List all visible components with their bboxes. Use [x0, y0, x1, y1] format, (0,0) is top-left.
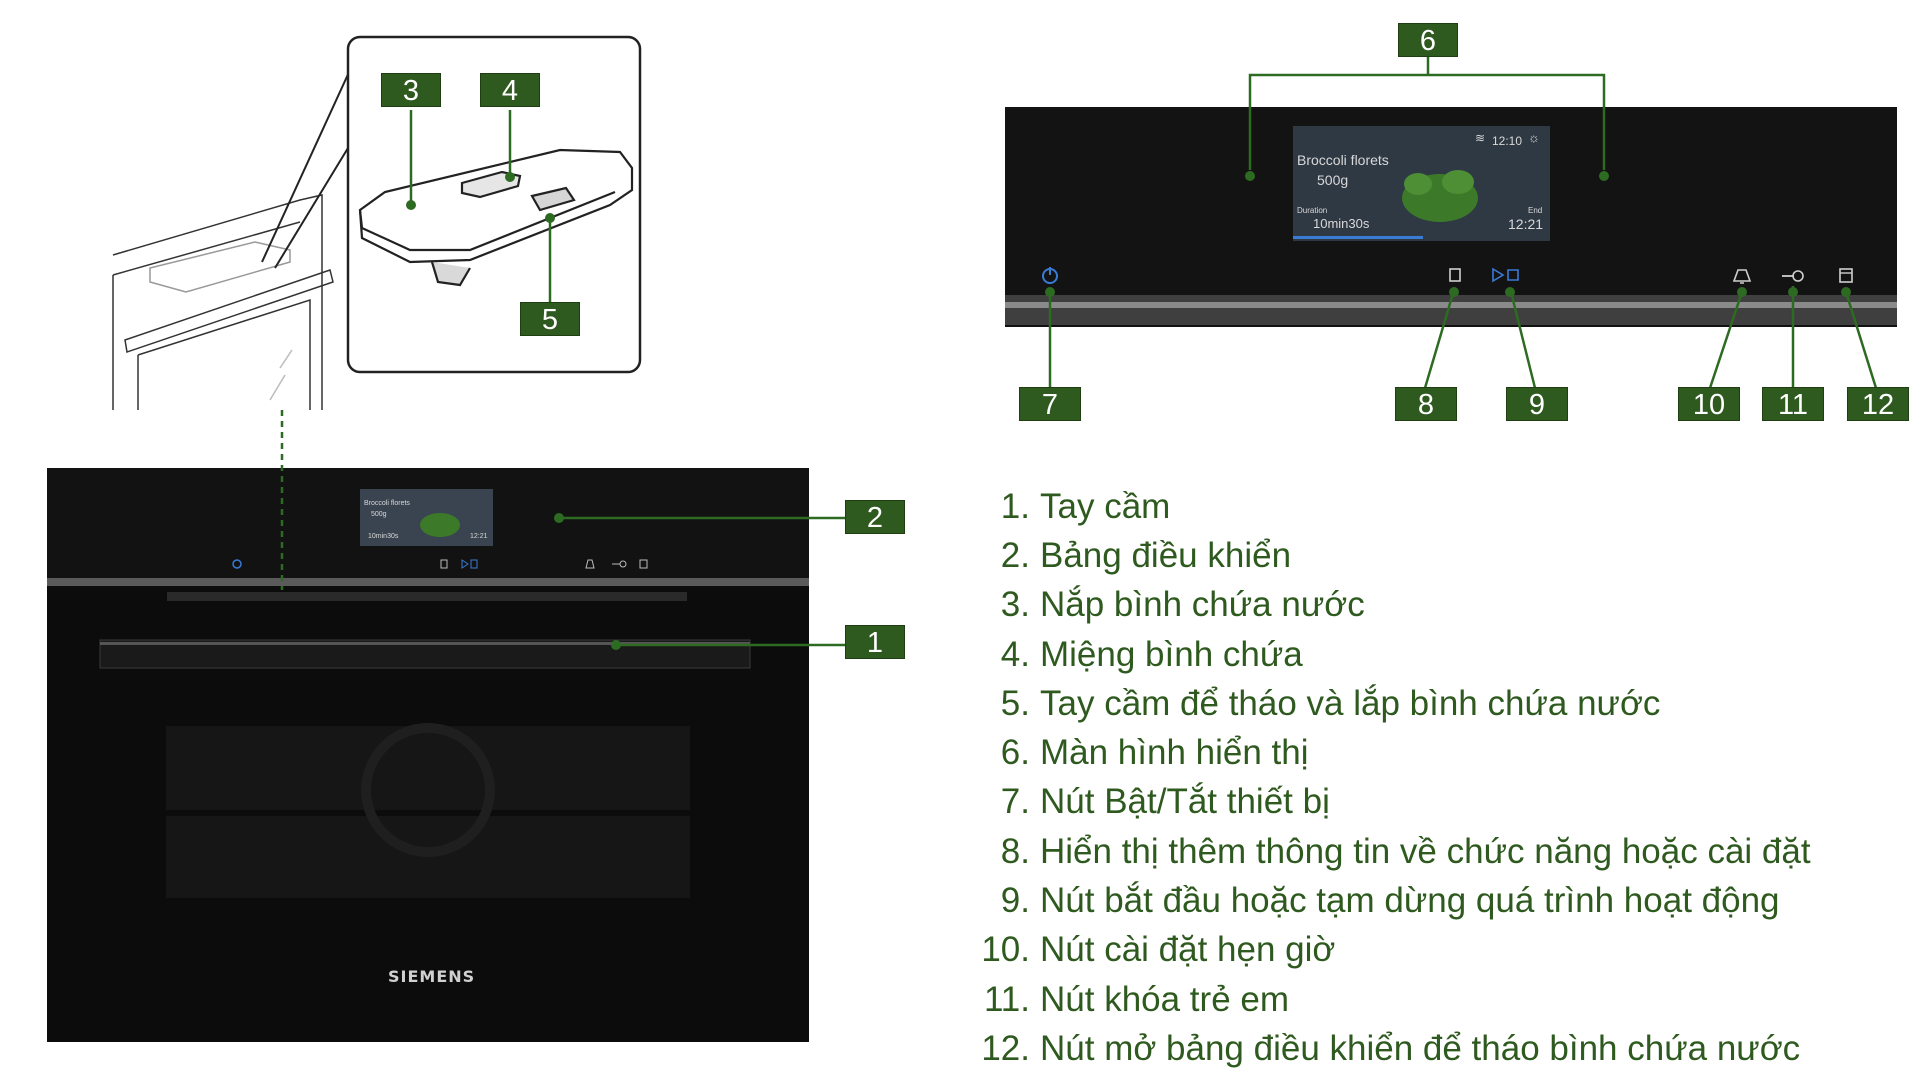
legend-text: Tay cầm: [1040, 486, 1171, 526]
legend-text: Nút khóa trẻ em: [1040, 979, 1289, 1019]
legend-item: 7.Nút Bật/Tắt thiết bị: [958, 778, 1898, 827]
legend-text: Màn hình hiển thị: [1040, 733, 1309, 773]
display-dish: Broccoli florets: [1297, 152, 1389, 168]
callout-label-2: 2: [845, 500, 905, 534]
legend-number: 4.: [1000, 634, 1030, 674]
legend-text: Tay cầm để tháo và lắp bình chứa nước: [1040, 683, 1661, 723]
legend-item: 3.Nắp bình chứa nước: [958, 581, 1898, 630]
key-icon-small: [612, 560, 627, 568]
small-display-weight: 500g: [371, 511, 387, 518]
callout-label-8: 8: [1395, 387, 1457, 421]
display-duration: 10min30s: [1313, 216, 1370, 231]
light-icon: ☼: [1528, 130, 1540, 145]
legend-number: 1.: [1000, 486, 1030, 526]
legend-item: 8.Hiển thị thêm thông tin về chức năng h…: [958, 827, 1898, 876]
legend-text: Miệng bình chứa: [1040, 634, 1303, 674]
callout-label-10: 10: [1678, 387, 1740, 421]
callout-label-5: 5: [520, 302, 580, 336]
legend-number: 12.: [981, 1028, 1030, 1068]
wifi-icon: ≋: [1475, 131, 1486, 145]
legend-text: Hiển thị thêm thông tin về chức năng hoặ…: [1040, 831, 1811, 871]
callout-label-12: 12: [1847, 387, 1909, 421]
panel-open-icon-small: [639, 559, 648, 569]
legend-number: 8.: [1000, 831, 1030, 871]
callout-label-3: 3: [381, 73, 441, 107]
play-pause-icon: [1492, 267, 1519, 283]
callout-label-9: 9: [1506, 387, 1568, 421]
callout-label-11: 11: [1762, 387, 1824, 421]
legend-number: 3.: [1000, 585, 1030, 625]
display-end-time: 12:21: [1508, 216, 1544, 232]
legend-item: 1.Tay cầm: [958, 482, 1898, 531]
display-clock: 12:10: [1492, 134, 1523, 148]
legend-number: 6.: [1000, 733, 1030, 773]
info-icon: [1449, 268, 1461, 282]
small-display-end-time: 12:21: [470, 533, 488, 540]
oven-front: [47, 468, 809, 1042]
brand-logo: SIEMENS: [388, 967, 476, 986]
callout-label-6: 6: [1398, 23, 1458, 57]
legend-item: 2.Bảng điều khiển: [958, 531, 1898, 580]
legend-number: 2.: [1000, 535, 1030, 575]
legend-text: Nắp bình chứa nước: [1040, 585, 1365, 625]
legend-item: 4.Miệng bình chứa: [958, 630, 1898, 679]
callout-label-7: 7: [1019, 387, 1081, 421]
legend-number: 10.: [981, 930, 1030, 970]
callout-label-4: 4: [480, 73, 540, 107]
legend-text: Nút Bật/Tắt thiết bị: [1040, 782, 1330, 822]
legend-number: 9.: [1000, 881, 1030, 921]
legend-number: 11.: [983, 979, 1030, 1019]
legend-item: 11.Nút khóa trẻ em: [958, 975, 1898, 1024]
legend-item: 9.Nút bắt đầu hoặc tạm dừng quá trình ho…: [958, 876, 1898, 925]
legend-number: 7.: [1000, 782, 1030, 822]
legend-number: 5.: [1000, 683, 1030, 723]
legend-item: 12.Nút mở bảng điều khiển để tháo bình c…: [958, 1024, 1898, 1073]
callout-label-1: 1: [845, 625, 905, 659]
legend-item: 5.Tay cầm để tháo và lắp bình chứa nước: [958, 679, 1898, 728]
zoom-pointer: [261, 69, 351, 269]
legend-item: 10.Nút cài đặt hẹn giờ: [958, 926, 1898, 975]
play-pause-icon-small: [461, 559, 478, 569]
oven-sketch: [112, 194, 334, 410]
legend-item: 6.Màn hình hiển thị: [958, 728, 1898, 777]
leader-lines: [409, 56, 1878, 647]
legend-text: Nút cài đặt hẹn giờ: [1040, 930, 1336, 970]
small-display-dish: Broccoli florets: [364, 500, 410, 507]
legend-list: 1.Tay cầm 2.Bảng điều khiển 3.Nắp bình c…: [958, 482, 1898, 1074]
legend-text: Nút mở bảng điều khiển để tháo bình chứa…: [1040, 1028, 1801, 1068]
display-weight: 500g: [1317, 172, 1349, 188]
display-end-label: End: [1528, 206, 1543, 215]
info-icon-small: [440, 559, 448, 569]
legend-text: Bảng điều khiển: [1040, 535, 1292, 575]
bell-icon: [1732, 269, 1752, 284]
power-icon-small: [232, 559, 242, 569]
leader-dots: [406, 171, 1851, 650]
display-duration-label: Duration: [1297, 206, 1328, 215]
panel-open-icon: [1839, 268, 1853, 283]
legend-text: Nút bắt đầu hoặc tạm dừng quá trình hoạt…: [1040, 881, 1780, 921]
bell-icon-small: [585, 559, 595, 569]
small-display-duration: 10min30s: [368, 533, 399, 540]
